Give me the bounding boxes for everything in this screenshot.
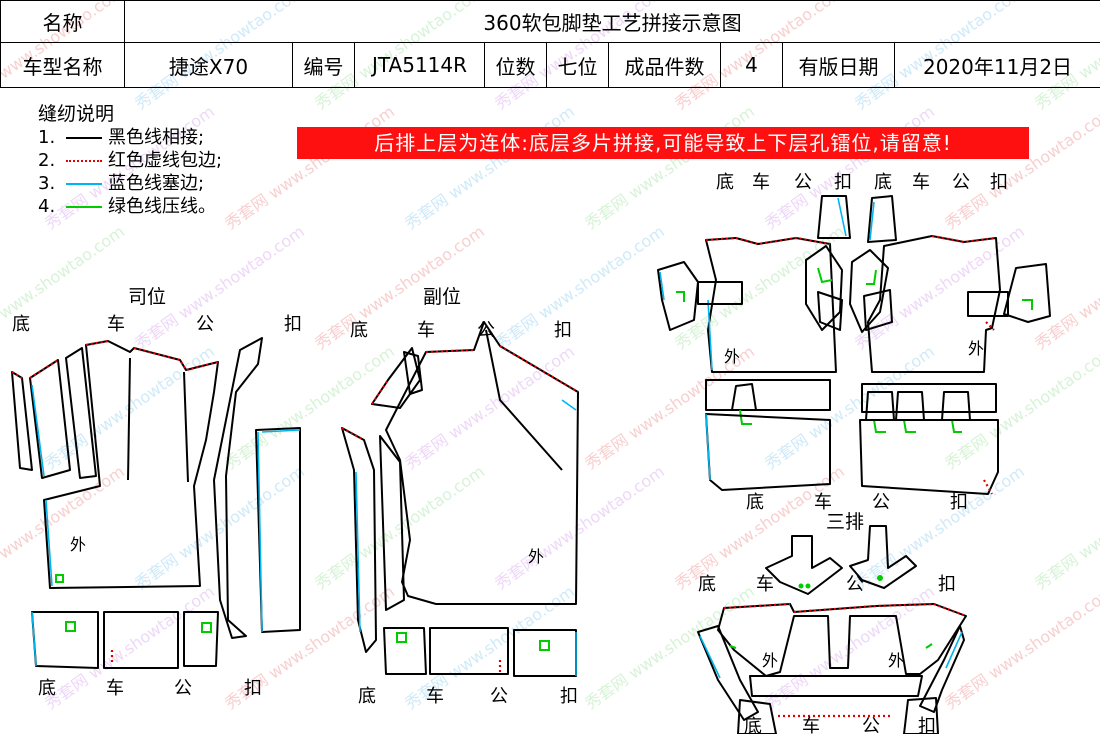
driver-mat: 司位 底 车 公 扣 外 (11, 286, 302, 699)
passenger-mat: 副位 底 车 公 扣 外 底 车 公 (341, 286, 579, 707)
outer-mark: 外 (888, 651, 904, 670)
passenger-section-label: 副位 (423, 286, 461, 308)
svg-text:底: 底 (350, 320, 368, 341)
svg-text:扣: 扣 (950, 492, 968, 513)
third-row-section-label: 三排 (826, 511, 864, 533)
svg-text:扣: 扣 (284, 314, 302, 335)
svg-text:车: 车 (756, 574, 774, 595)
pieces-label: 成品件数 (608, 42, 721, 88)
svg-text:车: 车 (106, 678, 124, 699)
code-label: 编号 (292, 42, 355, 88)
svg-text:公: 公 (174, 678, 192, 699)
sewing-legend: 缝纫说明 1. 黑色线相接; 2. 红色虚线包边; 3. 蓝色线塞边; 4. 绿… (38, 103, 223, 218)
second-row-mat: 底 车 公 扣 底 车 公 扣 外 外 (657, 172, 1051, 513)
legend-item: 1. 黑色线相接; (38, 127, 205, 148)
outer-mark: 外 (762, 651, 778, 670)
date-value: 2020年11月2日 (893, 42, 1100, 88)
driver-bottom-labels: 底 车 公 扣 (38, 678, 262, 699)
svg-text:公: 公 (952, 172, 970, 193)
car-model-value: 捷途X70 (124, 42, 293, 88)
outer-mark: 外 (724, 347, 740, 366)
svg-text:扣: 扣 (918, 716, 936, 734)
svg-text:车: 车 (802, 716, 820, 734)
green-line-swatch (66, 206, 102, 208)
passenger-bottom-labels: 底 车 公 扣 (358, 686, 578, 707)
svg-text:车: 车 (417, 320, 435, 341)
third-row-top-labels: 底 车 公 扣 (698, 574, 956, 595)
diagram-title: 360软包脚垫工艺拼接示意图 (123, 0, 1100, 43)
svg-text:公: 公 (862, 716, 880, 734)
date-label: 有版日期 (782, 42, 895, 88)
svg-text:扣: 扣 (560, 686, 578, 707)
black-line-swatch (66, 137, 102, 139)
svg-text:扣: 扣 (834, 172, 852, 193)
svg-text:底: 底 (744, 716, 762, 734)
outer-mark: 外 (528, 547, 544, 566)
svg-text:公: 公 (846, 574, 864, 595)
svg-text:底: 底 (698, 574, 716, 595)
red-dotted-swatch (66, 160, 102, 162)
svg-text:公: 公 (872, 492, 890, 513)
svg-text:底: 底 (12, 314, 30, 335)
svg-text:车: 车 (426, 686, 444, 707)
svg-text:公: 公 (490, 686, 508, 707)
outer-mark: 外 (968, 339, 984, 358)
svg-text:扣: 扣 (938, 574, 956, 595)
driver-section-label: 司位 (128, 286, 166, 308)
svg-text:扣: 扣 (990, 172, 1008, 193)
outer-mark: 外 (70, 535, 86, 554)
svg-text:公: 公 (196, 314, 214, 335)
svg-text:车: 车 (752, 172, 770, 193)
svg-text:车: 车 (912, 172, 930, 193)
svg-text:底: 底 (874, 172, 892, 193)
legend-item: 2. 红色虚线包边; (38, 150, 223, 171)
svg-text:车: 车 (814, 492, 832, 513)
svg-text:底: 底 (716, 172, 734, 193)
svg-text:扣: 扣 (554, 320, 572, 341)
svg-text:底: 底 (746, 492, 764, 513)
second-row-bottom-labels: 底 车 公 扣 (746, 492, 968, 513)
legend-title: 缝纫说明 (38, 103, 115, 125)
svg-text:扣: 扣 (244, 678, 262, 699)
svg-text:车: 车 (107, 314, 125, 335)
car-model-label: 车型名称 (0, 42, 125, 88)
second-row-top-labels: 底 车 公 扣 底 车 公 扣 (716, 172, 1008, 193)
code-value: JTA5114R (354, 42, 485, 88)
svg-text:底: 底 (38, 678, 56, 699)
name-label: 名称 (0, 0, 125, 43)
third-row-bottom-labels: 底 车 公 扣 (744, 716, 936, 734)
third-row-mat: 三排 底 车 公 扣 外 外 底 车 公 扣 (697, 511, 967, 734)
svg-text:底: 底 (358, 686, 376, 707)
warning-banner: 后排上层为连体:底层多片拼接,可能导致上下层孔镭位,请留意! (297, 127, 1029, 159)
seats-value: 七位 (546, 42, 609, 88)
info-table: 名称 360软包脚垫工艺拼接示意图 车型名称 捷途X70 编号 JTA5114R… (0, 0, 1100, 88)
legend-item: 4. 绿色线压线。 (38, 196, 216, 217)
passenger-top-labels: 底 车 公 扣 (350, 320, 572, 341)
svg-text:公: 公 (794, 172, 812, 193)
blue-line-swatch (66, 183, 102, 185)
pieces-value: 4 (720, 42, 783, 88)
driver-top-labels: 底 车 公 扣 (12, 314, 302, 335)
legend-item: 3. 蓝色线塞边; (38, 173, 205, 194)
